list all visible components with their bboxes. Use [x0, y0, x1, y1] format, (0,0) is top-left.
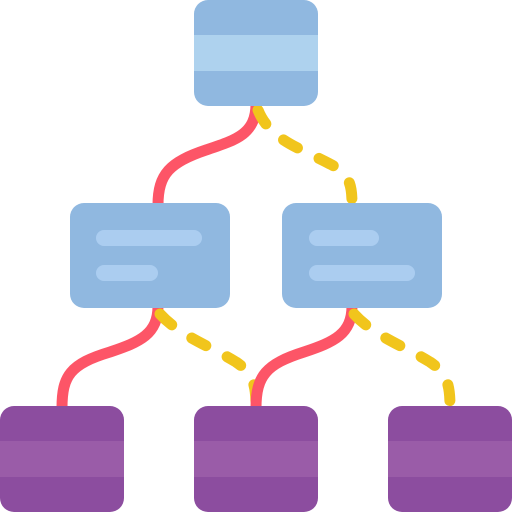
leaf-3-node [388, 406, 512, 512]
mid-left-text-line-2 [96, 265, 158, 281]
mid-left-node [70, 203, 230, 308]
connector-root-to-mid-right [252, 104, 358, 211]
mid-right-text-line-2 [309, 265, 415, 281]
mid-left-text-line-1 [96, 230, 202, 246]
connectors [56, 98, 456, 414]
connector-mid-right-to-leaf-3 [348, 308, 456, 414]
root-node-band [194, 35, 318, 71]
connector-mid-left-to-leaf-1 [56, 300, 164, 414]
leaf-1-node [0, 406, 124, 512]
mid-right-node [282, 203, 442, 308]
leaf-3-band [388, 441, 512, 477]
connector-mid-right-to-leaf-2 [250, 300, 358, 414]
connector-mid-left-to-leaf-2 [154, 308, 262, 414]
connector-root-to-mid-left [152, 98, 262, 211]
mid-right-text-line-1 [309, 230, 379, 246]
leaf-2-node [194, 406, 318, 512]
leaf-2-band [194, 441, 318, 477]
leaf-1-band [0, 441, 124, 477]
root-node [194, 0, 318, 106]
